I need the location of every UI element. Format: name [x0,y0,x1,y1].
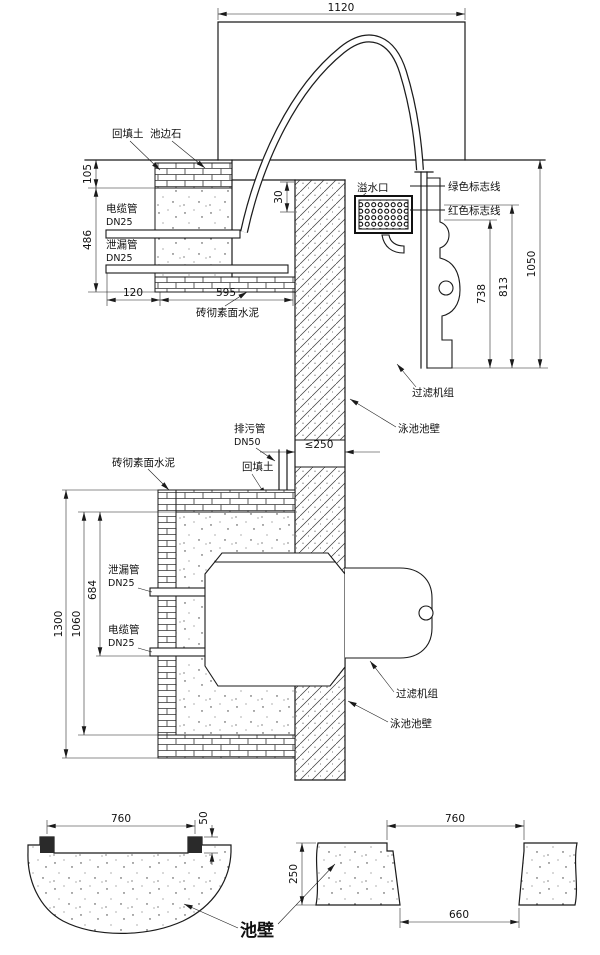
dim-inner-height-text: 1060 [71,611,83,638]
dim-left-vertical: 105 486 [82,160,155,293]
backfill-label-middle: 回填土 [242,460,274,473]
pit-top-band [175,489,296,513]
coping-stone [154,162,233,189]
leak-pipe-lower [149,587,208,597]
dim-left-text: 120 [123,287,143,299]
overflow-label: 溢水口 [357,181,389,194]
upper-top-labels: 回填土 池边石 [112,127,206,171]
left-lip [40,837,54,853]
dim-br-top-width-text: 760 [445,813,465,825]
overflow-port: 溢水口 [354,181,413,254]
red-line-label: 红色标志线 [448,204,501,217]
backfill-label-upper: 回填土 [112,127,144,140]
cable-pipe-size-lower: DN25 [108,638,135,649]
filter-unit-label-lower: 过滤机组 [396,687,438,700]
dim-bl-lip-text: 50 [198,811,210,824]
middle-top-labels: 回填土 砖彻素面水泥 [112,456,274,497]
edge-stone-label: 池边石 [150,127,182,140]
cable-pipe-label-lower: 电缆管 [108,623,140,636]
drain-pipe-label: 排污管 [234,422,266,435]
drain-pipe-size-label: DN50 [234,437,261,448]
green-line-label: 绿色标志线 [448,180,501,193]
bottom-right-detail: 760 250 660 [288,813,578,928]
cable-pipe-size-label: DN25 [106,217,133,228]
suction-hose [240,34,424,233]
filter-unit-knob [438,280,454,296]
cement-label-middle: 砖彻素面水泥 [112,456,175,469]
upper-left-structure: 电缆管 DN25 泄漏管 DN25 [105,159,346,293]
pool-wall-label-detail: 池壁 [240,920,274,941]
leak-pipe-label-lower: 泄漏管 [108,563,140,576]
dim-top-width-text: 1120 [328,2,355,14]
filter-unit-body [426,177,461,369]
dim-top-width: 1120 [217,2,466,20]
dim-br-bottom-width-text: 660 [449,909,469,921]
drain-pipe-group: 排污管 DN50 [234,422,288,491]
cable-pipe-label: 电缆管 [106,202,138,215]
dim-bottom-horizontal: 120 595 [106,273,294,306]
dim-lower-left: 1300 1060 684 [53,489,176,759]
cable-conduit-lower [149,647,208,657]
dim-right-vertical: 738 813 1050 [430,160,548,369]
leak-pipe-upper [105,264,289,274]
pool-wall-label-upper: 泳池池壁 [398,422,440,435]
leak-pipe-size-lower: DN25 [108,578,135,589]
niche-left-wall [315,842,401,906]
dim-h-red-text: 738 [476,284,488,304]
pit-left-wall [157,489,177,759]
lower-pipes: 泄漏管 DN25 电缆管 DN25 [108,563,208,657]
overflow-grate [358,199,409,230]
lower-callouts: 过滤机组 泳池池壁 [347,660,438,730]
bottom-left-detail: 760 50 池壁 [27,811,336,941]
dim-pit-width-text: 595 [216,287,236,299]
dim-h-green-text: 813 [498,277,510,297]
cement-label-upper: 砖彻素面水泥 [196,306,259,319]
dim-h-total-text: 1050 [526,251,538,278]
dim-bl-width-text: 760 [111,813,131,825]
pool-wall-section [294,179,346,781]
pool-wall-label-lower: 泳池池壁 [390,717,432,730]
filter-unit-upper: 绿色标志线 红色标志线 [410,171,501,369]
upper-callouts: 过滤机组 泳池池壁 [349,363,454,435]
dim-br-depth-text: 250 [288,864,300,884]
dim-depth-text: 486 [82,230,94,250]
dim-wall-thickness-text: ≤250 [305,439,334,451]
overflow-elbow [381,234,405,254]
dim-coping-text: 105 [82,164,94,184]
dim-offset-30: 30 [273,181,294,213]
niche-right-wall [518,842,578,906]
filter-housing-outline [217,21,466,161]
cable-conduit-upper [105,229,241,239]
dim-wall-thickness: ≤250 [260,439,380,455]
filter-unit-label-upper: 过滤机组 [412,386,454,399]
pit-bottom-band [157,734,296,759]
right-lip [188,837,202,853]
filter-unit-lower [204,552,434,687]
leak-pipe-size-label: DN25 [106,253,133,264]
leak-pipe-label: 泄漏管 [106,238,138,251]
dim-pipe-depth-text: 684 [87,580,99,600]
filter-unit-lower-body [204,552,346,687]
pool-edge-section [27,836,232,934]
dim-pit-height-text: 1300 [53,611,65,638]
filter-unit-lower-knob [418,605,434,621]
cement-label-upper-group: 砖彻素面水泥 [196,291,259,319]
dim-offset-text: 30 [273,190,285,203]
